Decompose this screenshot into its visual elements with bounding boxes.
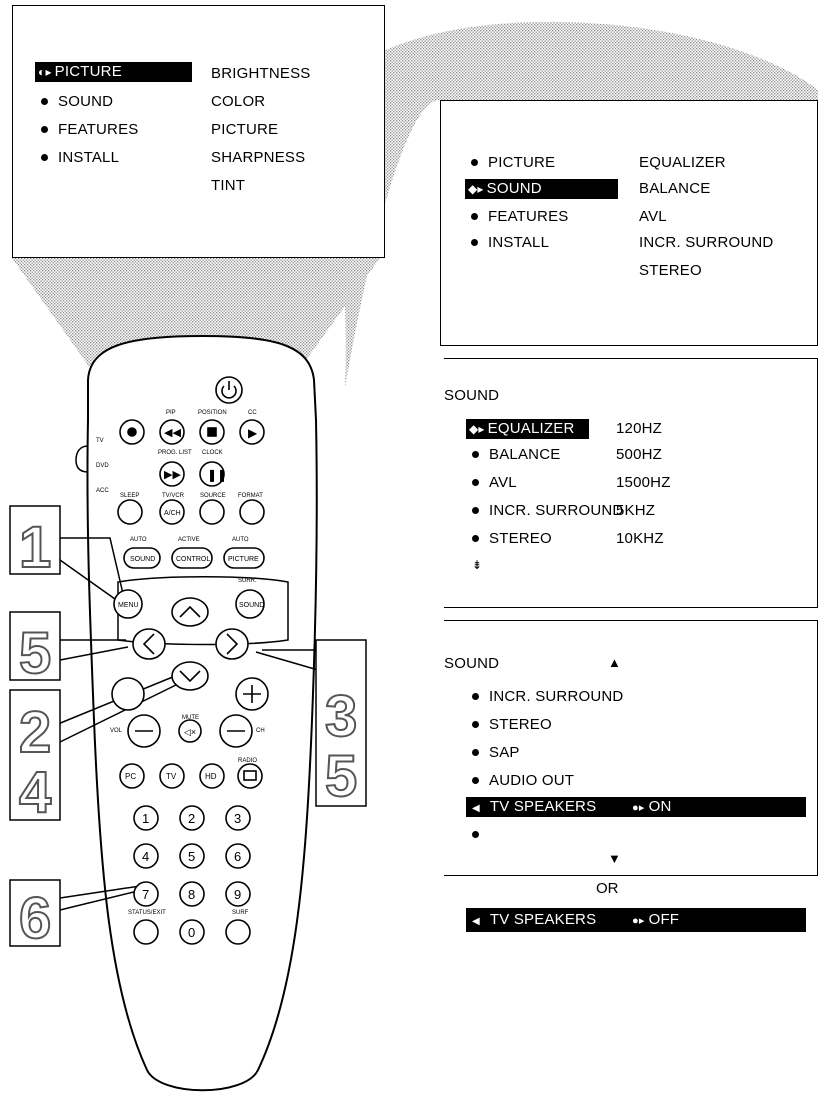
right-arrow-button[interactable] — [216, 629, 248, 659]
digit-label: 9 — [234, 887, 241, 902]
position-label: POSITION — [198, 410, 227, 416]
radio-button[interactable] — [238, 764, 262, 788]
up-arrow-button[interactable] — [172, 598, 208, 626]
surf-button[interactable] — [226, 920, 250, 944]
digit-label: 3 — [234, 811, 241, 826]
volume-up-button[interactable] — [112, 678, 144, 710]
digit-label: 6 — [234, 849, 241, 864]
status-exit-label: STATUS/EXIT — [128, 910, 166, 916]
ch-label: CH — [256, 728, 265, 734]
sleep-button[interactable] — [118, 500, 142, 524]
format-label: FORMAT — [238, 493, 263, 499]
source-label: SOURCE — [200, 493, 226, 499]
down-arrow-button[interactable] — [172, 662, 208, 690]
mode-label-acc: ACC — [96, 488, 109, 494]
menu-label: MENU — [118, 602, 139, 609]
rewind-icon: ◀◀ — [164, 427, 181, 439]
mode-label-dvd: DVD — [96, 463, 109, 469]
source-button[interactable] — [200, 500, 224, 524]
active-control-btn-label: CONTROL — [176, 556, 210, 563]
format-button[interactable] — [240, 500, 264, 524]
record-icon — [128, 428, 136, 436]
digit-label: 1 — [142, 811, 149, 826]
digit-label: 4 — [142, 849, 149, 864]
prog-list-label: PROG. LIST — [158, 450, 192, 456]
auto-sound-btn-label: SOUND — [130, 556, 155, 563]
auto-picture-btn-label: PICTURE — [228, 556, 259, 563]
hd-label: HD — [205, 772, 217, 781]
pause-icon: ❚❚ — [207, 468, 227, 482]
mute-icon: ◁× — [184, 727, 196, 737]
tvvcr-label: TV/VCR — [162, 493, 185, 499]
digit-label: 0 — [188, 925, 195, 940]
digit-label: 7 — [142, 887, 149, 902]
digit-label: 2 — [188, 811, 195, 826]
auto-sound-label: AUTO — [130, 537, 147, 543]
digit-label: 5 — [188, 849, 195, 864]
status-exit-button[interactable] — [134, 920, 158, 944]
surround-sound-label: SOUND — [239, 602, 264, 609]
pc-label: PC — [125, 772, 136, 781]
ach-label: A/CH — [164, 510, 181, 517]
sleep-label: SLEEP — [120, 493, 139, 499]
surr-label: SURR. — [238, 578, 257, 584]
stop-icon — [208, 428, 216, 436]
play-icon: ▶ — [248, 426, 258, 440]
surf-label: SURF — [232, 910, 249, 916]
vol-label: VOL — [110, 728, 123, 734]
active-control-label: ACTIVE — [178, 537, 200, 543]
digit-label: 8 — [188, 887, 195, 902]
tv-label: TV — [166, 772, 177, 781]
cc-label: CC — [248, 410, 257, 416]
pip-label: PIP — [166, 410, 176, 416]
left-arrow-button[interactable] — [133, 629, 165, 659]
fast-forward-icon: ▶▶ — [164, 469, 181, 481]
clock-label: CLOCK — [202, 450, 223, 456]
radio-label: RADIO — [238, 758, 257, 764]
mode-label-tv: TV — [96, 438, 104, 444]
auto-picture-label: AUTO — [232, 537, 249, 543]
